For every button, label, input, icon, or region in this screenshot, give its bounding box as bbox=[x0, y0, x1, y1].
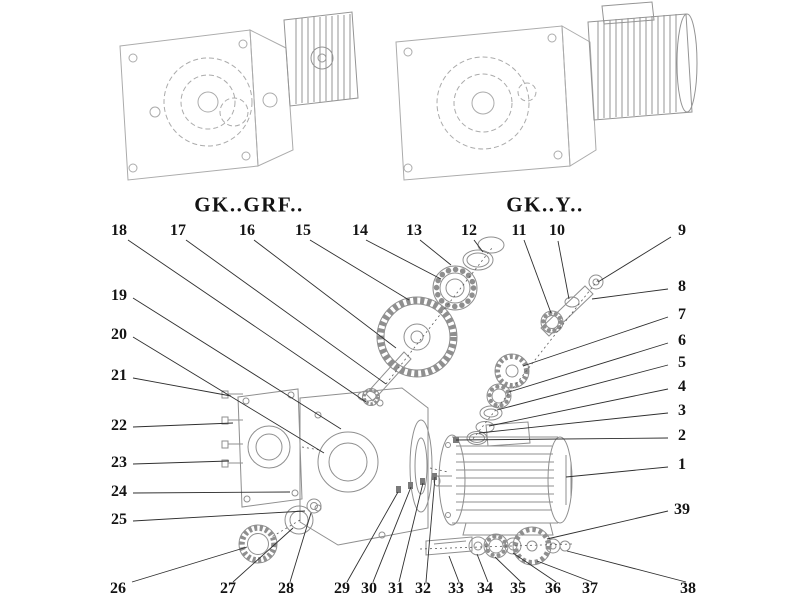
part-number-33: 33 bbox=[448, 580, 464, 597]
part-number-21: 21 bbox=[111, 367, 127, 384]
front-plate bbox=[237, 388, 303, 508]
part-number-35: 35 bbox=[510, 580, 526, 597]
part-number-38: 38 bbox=[680, 580, 696, 597]
leader-lines bbox=[127, 236, 687, 583]
adapter-flange bbox=[283, 11, 359, 107]
retaining-rings bbox=[462, 236, 505, 271]
part-number-24: 24 bbox=[111, 483, 127, 500]
part-number-27: 27 bbox=[220, 580, 236, 597]
part-number-7: 7 bbox=[678, 306, 686, 323]
part-number-34: 34 bbox=[477, 580, 493, 597]
part-number-26: 26 bbox=[110, 580, 126, 597]
part-number-14: 14 bbox=[352, 222, 368, 239]
variant-label-gkgrf: GK..GRF.. bbox=[194, 192, 304, 217]
seal-rings bbox=[238, 498, 322, 564]
part-number-37: 37 bbox=[582, 580, 598, 597]
pinion-shaft-stack bbox=[540, 274, 604, 337]
part-number-29: 29 bbox=[334, 580, 350, 597]
part-number-15: 15 bbox=[295, 222, 311, 239]
part-number-17: 17 bbox=[170, 222, 186, 239]
part-number-2: 2 bbox=[678, 427, 686, 444]
part-number-18: 18 bbox=[111, 222, 127, 239]
alignment-axes bbox=[269, 247, 599, 550]
variant-label-gky: GK..Y.. bbox=[506, 192, 584, 217]
part-number-12: 12 bbox=[461, 222, 477, 239]
part-number-32: 32 bbox=[415, 580, 431, 597]
part-number-30: 30 bbox=[361, 580, 377, 597]
part-number-39: 39 bbox=[674, 501, 690, 518]
exploded-view bbox=[221, 236, 604, 566]
upper-bearing bbox=[432, 265, 478, 311]
overview-drawing-gkgrf bbox=[119, 11, 359, 181]
part-number-11: 11 bbox=[511, 222, 527, 239]
part-number-23: 23 bbox=[111, 454, 127, 471]
gearbox-housing bbox=[299, 387, 433, 546]
motor-overview bbox=[587, 1, 698, 121]
part-number-19: 19 bbox=[111, 287, 127, 304]
part-number-20: 20 bbox=[111, 326, 127, 343]
part-number-1: 1 bbox=[678, 456, 686, 473]
part-number-6: 6 bbox=[678, 332, 686, 349]
part-number-31: 31 bbox=[388, 580, 404, 597]
part-number-5: 5 bbox=[678, 354, 686, 371]
part-number-25: 25 bbox=[111, 511, 127, 528]
part-number-3: 3 bbox=[678, 402, 686, 419]
input-gear-shaft bbox=[362, 296, 458, 406]
part-number-8: 8 bbox=[678, 278, 686, 295]
part-number-28: 28 bbox=[278, 580, 294, 597]
overview-drawing-gky bbox=[395, 1, 698, 181]
part-number-36: 36 bbox=[545, 580, 561, 597]
part-number-13: 13 bbox=[406, 222, 422, 239]
part-number-4: 4 bbox=[678, 378, 686, 395]
part-number-22: 22 bbox=[111, 417, 127, 434]
part-number-10: 10 bbox=[549, 222, 565, 239]
part-number-16: 16 bbox=[239, 222, 255, 239]
part-number-9: 9 bbox=[678, 222, 686, 239]
electric-motor bbox=[433, 421, 573, 536]
